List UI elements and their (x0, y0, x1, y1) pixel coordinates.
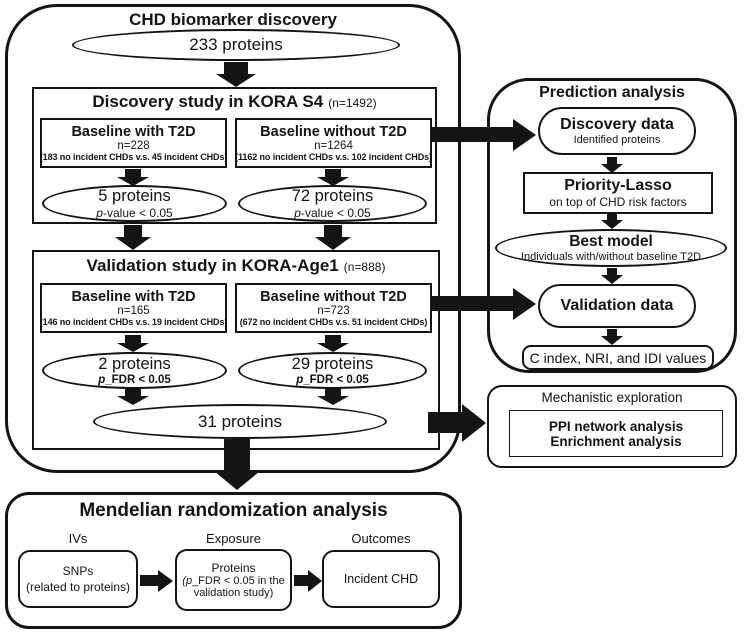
group-n: n=723 (317, 305, 350, 317)
group-n: n=1264 (314, 140, 353, 152)
proteins-29-oval: 29 proteins p_FDR < 0.05 (238, 352, 427, 389)
proteins-72-oval: 72 proteins p-value < 0.05 (238, 185, 427, 222)
oval-count: 5 proteins (98, 187, 171, 205)
validation-study-title-main: Validation study in KORA-Age1 (86, 256, 339, 275)
discovery-study-title-main: Discovery study in KORA S4 (92, 92, 324, 111)
p-threshold: -value < 0.05 (102, 206, 173, 220)
proteins-title: Proteins (211, 561, 256, 575)
incident-chd-box: Incident CHD (322, 550, 440, 608)
proteins-233-label: 233 proteins (189, 35, 283, 54)
oval-count: 31 proteins (197, 411, 283, 431)
oval-title: Discovery data (560, 116, 674, 133)
arrow-with-t2d-to-5-proteins-icon (117, 169, 149, 186)
metrics-label: C index, NRI, and IDI values (529, 349, 707, 366)
arrow-without-t2d-to-72-proteins-icon (317, 169, 349, 186)
group-detail: (146 no incident CHDs v.s. 19 incident C… (39, 317, 228, 327)
group-detail: (183 no incident CHDs v.s. 45 incident C… (39, 152, 228, 162)
arrow-without-t2d-to-29-proteins-icon (317, 335, 349, 352)
enrichment-analysis-label: Enrichment analysis (550, 433, 682, 449)
validation-baseline-without-t2d-box: Baseline without T2D n=723 (672 no incid… (235, 283, 432, 333)
p-threshold: -value < 0.05 (300, 206, 371, 220)
p-symbol: p (294, 206, 301, 220)
discovery-data-oval: Discovery data Identified proteins (538, 107, 696, 155)
arrow-5-proteins-to-validation-icon (115, 225, 151, 250)
p-symbol: p (98, 374, 106, 386)
discovery-baseline-with-t2d-box: Baseline with T2D n=228 (183 no incident… (40, 118, 227, 168)
group-detail: (672 no incident CHDs v.s. 51 incident C… (239, 317, 428, 327)
box-title: Priority-Lasso (564, 177, 672, 194)
group-title: Baseline with T2D (71, 289, 196, 305)
oval-pvalue: p-value < 0.05 (96, 206, 172, 220)
arrow-validation-to-prediction-icon (432, 287, 536, 320)
chd-biomarker-discovery-title: CHD biomarker discovery (129, 10, 337, 29)
discovery-study-n: (n=1492) (328, 96, 377, 110)
proteins-criteria-2: validation study) (193, 587, 274, 599)
arrow-best-model-to-validation-data-icon (601, 268, 623, 284)
box-sub: on top of CHD risk factors (549, 195, 687, 209)
oval-pvalue: p_FDR < 0.05 (296, 374, 369, 386)
prediction-analysis-title: Prediction analysis (539, 84, 685, 101)
arrow-discovery-data-to-lasso-icon (601, 157, 623, 173)
arrow-proteins-to-outcome-icon (294, 569, 322, 592)
exposure-label: Exposure (206, 531, 261, 546)
oval-sub: Individuals with/without baseline T2D (520, 251, 702, 263)
proteins-31-oval: 31 proteins (93, 404, 387, 439)
c-index-nri-idi-box: C index, NRI, and IDI values (522, 345, 714, 370)
proteins-233-oval: 233 proteins (72, 29, 400, 61)
p-symbol: p (96, 206, 103, 220)
group-n: n=228 (117, 140, 150, 152)
outcomes-label: Outcomes (351, 531, 411, 546)
arrow-233-to-discovery-icon (216, 62, 256, 87)
ppi-network-analysis-label: PPI network analysis (548, 418, 684, 434)
priority-lasso-box: Priority-Lasso on top of CHD risk factor… (523, 172, 713, 214)
oval-count: 72 proteins (291, 187, 374, 205)
p-symbol: p (296, 374, 304, 386)
oval-pvalue: p-value < 0.05 (294, 206, 370, 220)
arrow-with-t2d-to-2-proteins-icon (117, 335, 149, 352)
p-threshold: _FDR < 0.05 (105, 374, 171, 386)
validation-baseline-with-t2d-box: Baseline with T2D n=165 (146 no incident… (40, 283, 227, 333)
proteins-criteria: (p_FDR < 0.05 in the (182, 575, 284, 587)
proteins-5-oval: 5 proteins p-value < 0.05 (42, 185, 227, 222)
snps-title: SNPs (62, 564, 94, 578)
p-threshold: _FDR < 0.05 in the (192, 575, 285, 587)
p-threshold: _FDR < 0.05 (303, 374, 369, 386)
arrow-2-proteins-to-31-icon (117, 388, 149, 405)
snps-box: SNPs (related to proteins) (18, 550, 138, 608)
arrow-validation-data-to-metrics-icon (601, 329, 623, 345)
group-title: Baseline with T2D (71, 124, 196, 140)
arrow-29-proteins-to-31-icon (317, 388, 349, 405)
arrow-31-proteins-to-mendelian-icon (214, 439, 260, 490)
arrow-snps-to-proteins-icon (140, 569, 173, 592)
arrow-72-proteins-to-validation-icon (315, 225, 351, 250)
oval-title: Best model (569, 233, 653, 250)
best-model-oval: Best model Individuals with/without base… (495, 229, 727, 267)
exposure-proteins-box: Proteins (p_FDR < 0.05 in the validation… (175, 549, 292, 611)
oval-count: 29 proteins (291, 355, 374, 373)
arrow-lasso-to-best-model-icon (601, 213, 623, 229)
snps-sub: (related to proteins) (25, 580, 131, 594)
p-symbol: (p (182, 575, 193, 587)
arrow-validation-to-mechanistic-icon (428, 403, 486, 442)
validation-study-title: Validation study in KORA-Age1 (n=888) (32, 256, 440, 276)
oval-sub: Identified proteins (573, 134, 661, 146)
discovery-study-title: Discovery study in KORA S4 (n=1492) (32, 92, 437, 112)
oval-pvalue: p_FDR < 0.05 (98, 374, 171, 386)
group-title: Baseline without T2D (260, 124, 407, 140)
group-detail: (1162 no incident CHDs v.s. 102 incident… (235, 152, 432, 162)
validation-data-oval: Validation data (538, 284, 696, 328)
oval-title: Validation data (560, 297, 674, 314)
oval-count: 2 proteins (98, 355, 171, 373)
arrow-discovery-to-prediction-icon (432, 118, 536, 151)
group-n: n=165 (117, 305, 150, 317)
proteins-2-oval: 2 proteins p_FDR < 0.05 (42, 352, 227, 389)
ivs-label: IVs (68, 531, 88, 546)
validation-study-n: (n=888) (343, 260, 386, 274)
ppi-enrichment-box: PPI network analysis Enrichment analysis (509, 410, 723, 457)
mendelian-randomization-title: Mendelian randomization analysis (79, 500, 388, 521)
incident-chd-label: Incident CHD (343, 572, 419, 586)
discovery-baseline-without-t2d-box: Baseline without T2D n=1264 (1162 no inc… (235, 118, 432, 168)
mechanistic-exploration-title: Mechanistic exploration (541, 390, 683, 405)
group-title: Baseline without T2D (260, 289, 407, 305)
